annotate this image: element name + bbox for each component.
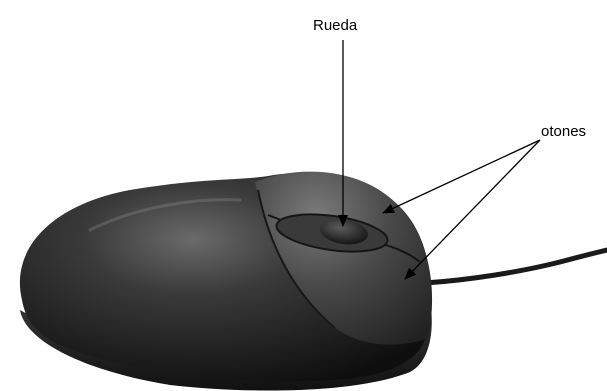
buttons-arrow-upper — [383, 140, 540, 213]
buttons-arrow-lower — [405, 140, 540, 279]
wheel-label: Rueda — [313, 18, 357, 33]
mouse-cable — [425, 250, 607, 283]
buttons-label: otones — [541, 124, 586, 139]
